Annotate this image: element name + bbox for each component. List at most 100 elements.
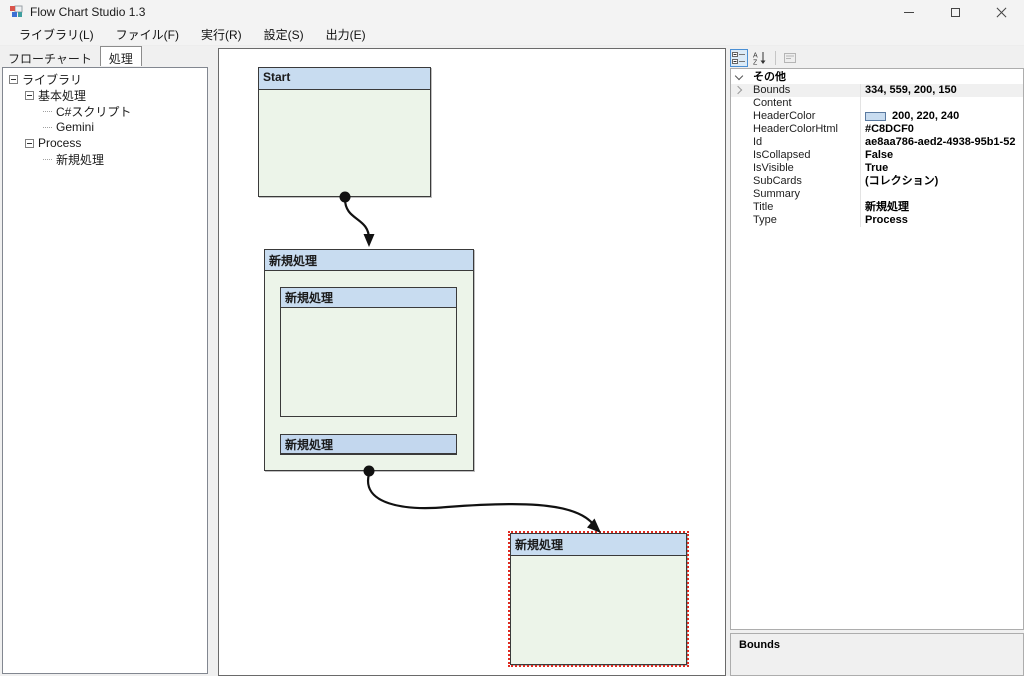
- color-swatch: [865, 112, 886, 121]
- collapse-icon[interactable]: [9, 74, 18, 84]
- connector-start-to-middle: [343, 198, 371, 240]
- property-value[interactable]: 新規処理: [865, 201, 909, 213]
- node-start-header[interactable]: Start: [259, 68, 430, 90]
- property-category[interactable]: その他: [731, 71, 1023, 84]
- color-value-text: 200, 220, 240: [892, 110, 960, 122]
- categorized-button[interactable]: [730, 49, 748, 67]
- close-button[interactable]: [978, 0, 1024, 24]
- node-start[interactable]: Start: [258, 67, 431, 197]
- toolbar-separator: [775, 51, 776, 65]
- property-row-content[interactable]: Content: [731, 97, 1023, 110]
- property-name: HeaderColor: [749, 110, 861, 123]
- tree-label: ライブラリ: [22, 72, 83, 87]
- node-selected-header[interactable]: 新規処理: [511, 534, 686, 556]
- row-gutter: [731, 110, 749, 123]
- tree-item-gemini[interactable]: Gemini: [3, 119, 207, 135]
- row-gutter: [731, 188, 749, 201]
- property-name: SubCards: [749, 175, 861, 188]
- property-value[interactable]: [861, 188, 1023, 201]
- alphabetical-button[interactable]: A Z: [751, 49, 769, 67]
- minimize-icon: [904, 11, 914, 13]
- arrowhead-diag-icon: [587, 518, 601, 533]
- tree-item-basic[interactable]: 基本処理: [3, 87, 207, 103]
- property-row-type[interactable]: Type Process: [731, 214, 1023, 227]
- node-selected[interactable]: 新規処理: [508, 531, 689, 667]
- tree-label: Process: [38, 136, 82, 150]
- subcard-collapsed[interactable]: 新規処理: [280, 434, 457, 455]
- node-middle[interactable]: 新規処理 新規処理 新規処理: [264, 249, 474, 471]
- tree-label: Gemini: [56, 120, 95, 134]
- tree-leaf-line: [43, 126, 52, 128]
- property-name: Title: [749, 201, 861, 214]
- property-name: IsVisible: [749, 162, 861, 175]
- library-tree: ライブラリ 基本処理 C#スクリプト Gemini Process 新規処理: [2, 67, 208, 674]
- subcard-expanded[interactable]: 新規処理: [280, 287, 457, 417]
- row-gutter: [731, 136, 749, 149]
- tab-flowchart[interactable]: フローチャート: [8, 52, 92, 66]
- svg-text:Z: Z: [753, 60, 758, 66]
- tree-item-newprocess[interactable]: 新規処理: [3, 151, 207, 167]
- menu-run[interactable]: 実行(R): [201, 28, 242, 42]
- property-row-isvisible[interactable]: IsVisible True: [731, 162, 1023, 175]
- property-value[interactable]: True: [865, 162, 889, 174]
- menu-library[interactable]: ライブラリ(L): [19, 28, 94, 42]
- arrowhead-down-icon: [363, 234, 375, 247]
- tree-label: 基本処理: [38, 88, 87, 103]
- subcard-collapsed-header[interactable]: 新規処理: [281, 435, 456, 454]
- property-row-id[interactable]: Id ae8aa786-aed2-4938-95b1-52: [731, 136, 1023, 149]
- menu-settings[interactable]: 設定(S): [263, 28, 304, 42]
- titlebar: Flow Chart Studio 1.3: [0, 0, 1024, 24]
- property-row-subcards[interactable]: SubCards (コレクション): [731, 175, 1023, 188]
- property-row-iscollapsed[interactable]: IsCollapsed False: [731, 149, 1023, 162]
- flowchart-canvas[interactable]: Start 新規処理 新規処理 新規処理 新規処理: [218, 48, 726, 676]
- chevron-down-icon[interactable]: [734, 71, 744, 81]
- property-description-panel: Bounds: [730, 633, 1024, 676]
- property-value[interactable]: [861, 97, 1023, 110]
- property-row-bounds[interactable]: Bounds 334, 559, 200, 150: [731, 84, 1023, 97]
- chevron-right-icon[interactable]: [733, 85, 743, 95]
- menubar: ライブラリ(L) ファイル(F) 実行(R) 設定(S) 出力(E): [0, 24, 1024, 46]
- property-name: Content: [749, 97, 861, 110]
- property-value[interactable]: 200, 220, 240: [861, 110, 1023, 123]
- property-row-headercolor[interactable]: HeaderColor 200, 220, 240: [731, 110, 1023, 123]
- tab-process[interactable]: 処理: [99, 46, 142, 66]
- tree-item-csscript[interactable]: C#スクリプト: [3, 103, 207, 119]
- property-value[interactable]: (コレクション): [865, 175, 939, 187]
- minimize-button[interactable]: [886, 0, 932, 24]
- property-row-summary[interactable]: Summary: [731, 188, 1023, 201]
- property-value[interactable]: 334, 559, 200, 150: [865, 84, 957, 96]
- tree-item-process[interactable]: Process: [3, 135, 207, 151]
- sort-az-icon: A Z: [753, 52, 766, 66]
- maximize-icon: [950, 7, 960, 17]
- tree-leaf-line: [43, 158, 52, 160]
- window-title: Flow Chart Studio 1.3: [30, 5, 146, 19]
- property-value[interactable]: ae8aa786-aed2-4938-95b1-52: [865, 136, 1016, 148]
- property-pages-icon: [784, 53, 796, 63]
- row-gutter: [731, 84, 749, 97]
- property-name: HeaderColorHtml: [749, 123, 861, 136]
- row-gutter: [731, 123, 749, 136]
- property-name: Bounds: [749, 84, 861, 97]
- app-icon: [10, 5, 23, 17]
- property-value[interactable]: Process: [865, 214, 908, 226]
- node-middle-header[interactable]: 新規処理: [265, 250, 473, 271]
- property-value[interactable]: False: [865, 149, 894, 161]
- tree-label: C#スクリプト: [56, 104, 132, 119]
- category-label: その他: [753, 71, 786, 83]
- maximize-button[interactable]: [932, 0, 978, 24]
- tree-leaf-line: [43, 110, 52, 112]
- property-value[interactable]: #C8DCF0: [865, 123, 914, 135]
- menu-output[interactable]: 出力(E): [325, 28, 366, 42]
- tree-item-library[interactable]: ライブラリ: [3, 71, 207, 87]
- property-row-title[interactable]: Title 新規処理: [731, 201, 1023, 214]
- collapse-icon[interactable]: [25, 90, 34, 100]
- subcard-expanded-header[interactable]: 新規処理: [281, 288, 456, 308]
- categorized-icon: [732, 52, 745, 64]
- property-row-headercolorhtml[interactable]: HeaderColorHtml #C8DCF0: [731, 123, 1023, 136]
- menu-file[interactable]: ファイル(F): [115, 28, 179, 42]
- collapse-icon[interactable]: [25, 138, 34, 148]
- svg-text:A: A: [753, 53, 758, 60]
- tree-label: 新規処理: [56, 152, 105, 167]
- row-gutter: [731, 97, 749, 110]
- property-name: Summary: [749, 188, 861, 201]
